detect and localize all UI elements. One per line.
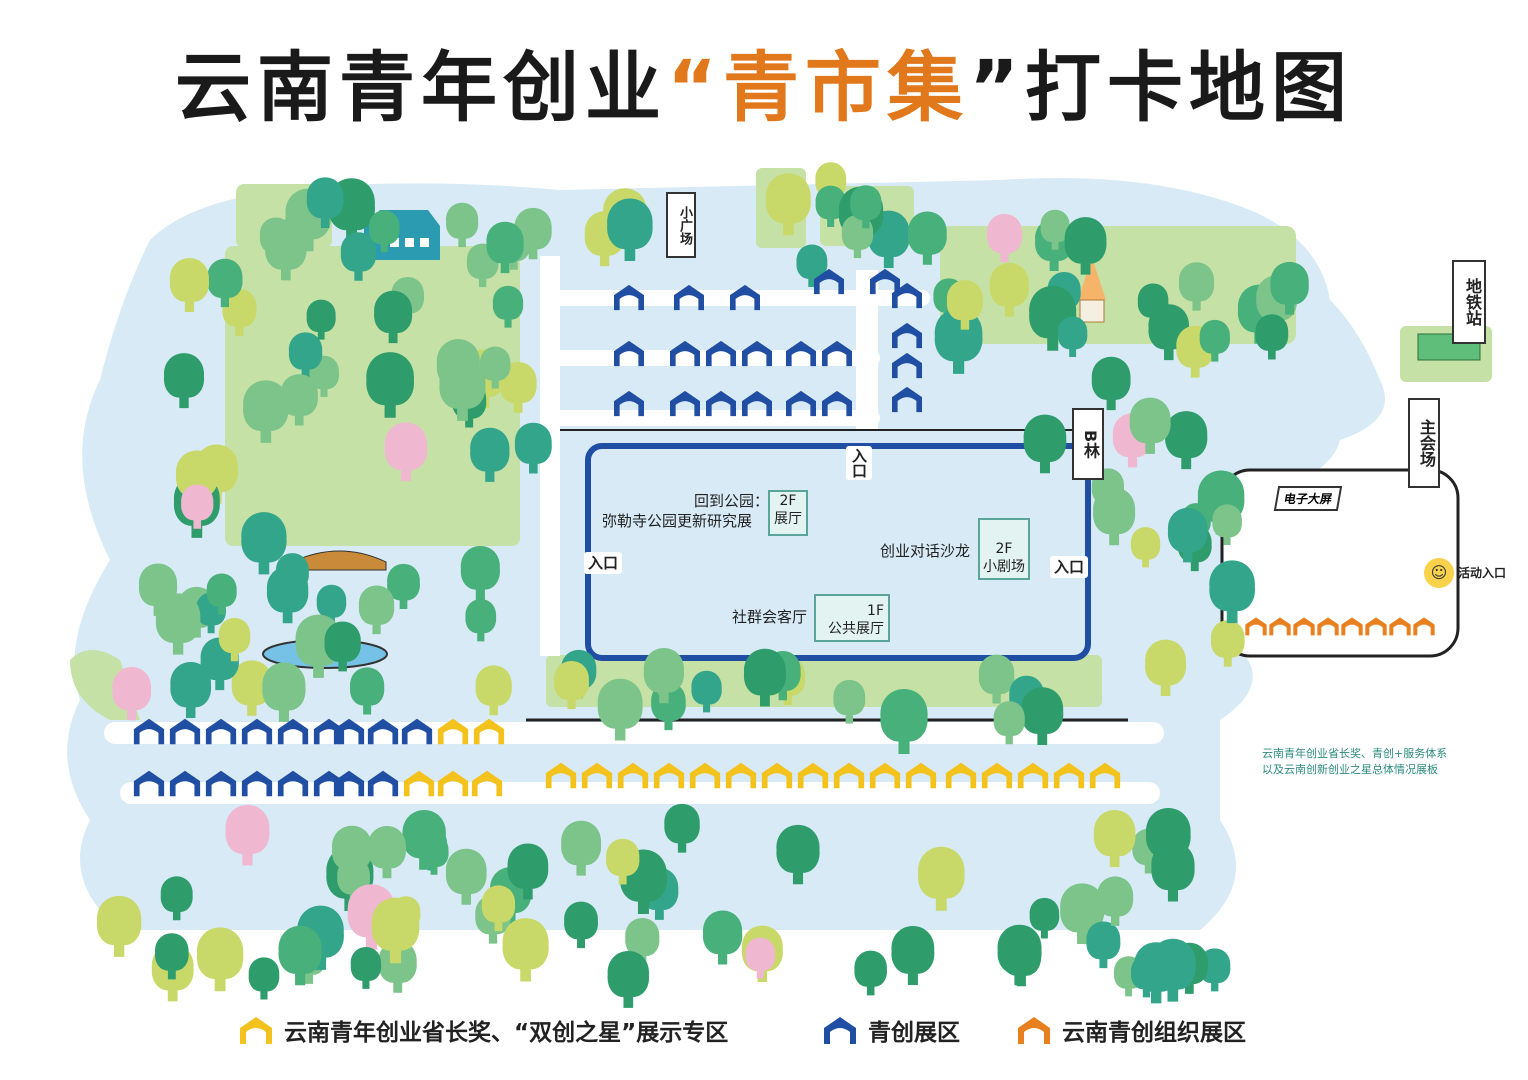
tree-icon [248, 957, 280, 1000]
blue-tent-icon [822, 1014, 858, 1046]
exhibit-label-line2: 弥勒寺公园更新研究展 [602, 512, 753, 530]
note-line1: 云南青年创业省长奖、青创+服务体系 [1262, 747, 1448, 760]
lounge-label: 社群会客厅 [732, 608, 808, 626]
legend-blue: 青创展区 [822, 1012, 960, 1048]
legend-yellow-label: 云南青年创业省长奖、“双创之星”展示专区 [284, 1020, 729, 1046]
exhibit-box-line2: 展厅 [774, 511, 802, 527]
public-box-line1: 1F [867, 603, 884, 619]
map-title: 云南青年创业“青市集”打卡地图 [0, 38, 1528, 138]
pavilion-icon [1078, 258, 1106, 323]
legend-yellow: 云南青年创业省长奖、“双创之星”展示专区 [238, 1012, 728, 1048]
metro-station-sign: 地铁站 [1452, 260, 1486, 344]
public-box-line2: 公共展厅 [828, 621, 884, 637]
tree-icon [891, 926, 935, 986]
note-line2: 以及云南创新创业之星总体情况展板 [1262, 763, 1438, 776]
big-screen: 电子大屏 [1273, 486, 1343, 511]
title-part1: 云南青年创业 [175, 43, 668, 132]
tree-icon [1001, 931, 1042, 987]
legend-blue-label: 青创展区 [868, 1020, 960, 1046]
tree-icon [702, 910, 743, 965]
exhibit-hall-2f-box[interactable]: 2F 展厅 [768, 490, 808, 536]
legend-orange: 云南青创组织展区 [1016, 1012, 1246, 1048]
main-venue-sign: 主会场 [1408, 398, 1440, 488]
title-part2: 打卡地图 [1024, 43, 1353, 132]
legend-orange-label: 云南青创组织展区 [1062, 1020, 1246, 1046]
smiley-icon: ☺ [1424, 558, 1454, 588]
entrance-right[interactable]: 入口 [1050, 556, 1089, 578]
activity-entry-label[interactable]: 活动入口 [1458, 566, 1507, 580]
theater-box-line1: 2F [995, 541, 1013, 557]
tree-icon [278, 925, 322, 986]
tree-icon [564, 901, 598, 949]
info-board-note: 云南青年创业省长奖、青创+服务体系 以及云南创新创业之星总体情况展板 [1262, 746, 1447, 778]
tree-icon [96, 895, 142, 957]
tree-icon [502, 918, 549, 982]
bridge-icon [291, 550, 387, 571]
exhibit-label-line1: 回到公园： [694, 492, 770, 510]
orange-tent-icon [1016, 1014, 1052, 1046]
small-square-sign: 小广场 [666, 192, 696, 258]
title-highlight: 青市集 [723, 43, 969, 132]
theater-2f-box[interactable]: 2F 小剧场 [978, 518, 1030, 580]
tree-icon [196, 927, 244, 992]
tree-icon [854, 950, 887, 996]
entrance-left[interactable]: 入口 [584, 552, 623, 574]
entrance-top[interactable]: 入口 [846, 446, 872, 480]
tree-icon [350, 947, 382, 989]
pink-tree-icon [745, 937, 776, 979]
exit-b-sign: B林 [1072, 408, 1104, 480]
theater-box-line2: 小剧场 [983, 559, 1025, 575]
tree-icon [1086, 921, 1121, 969]
title-close-quote: ” [969, 43, 1025, 132]
exhibit-box-line1: 2F [779, 493, 797, 509]
title-open-quote: “ [667, 43, 723, 132]
public-hall-1f-box[interactable]: 1F 公共展厅 [814, 594, 890, 642]
yellow-tent-icon [238, 1014, 274, 1046]
salon-label: 创业对话沙龙 [880, 542, 971, 560]
tree-icon [607, 950, 650, 1008]
